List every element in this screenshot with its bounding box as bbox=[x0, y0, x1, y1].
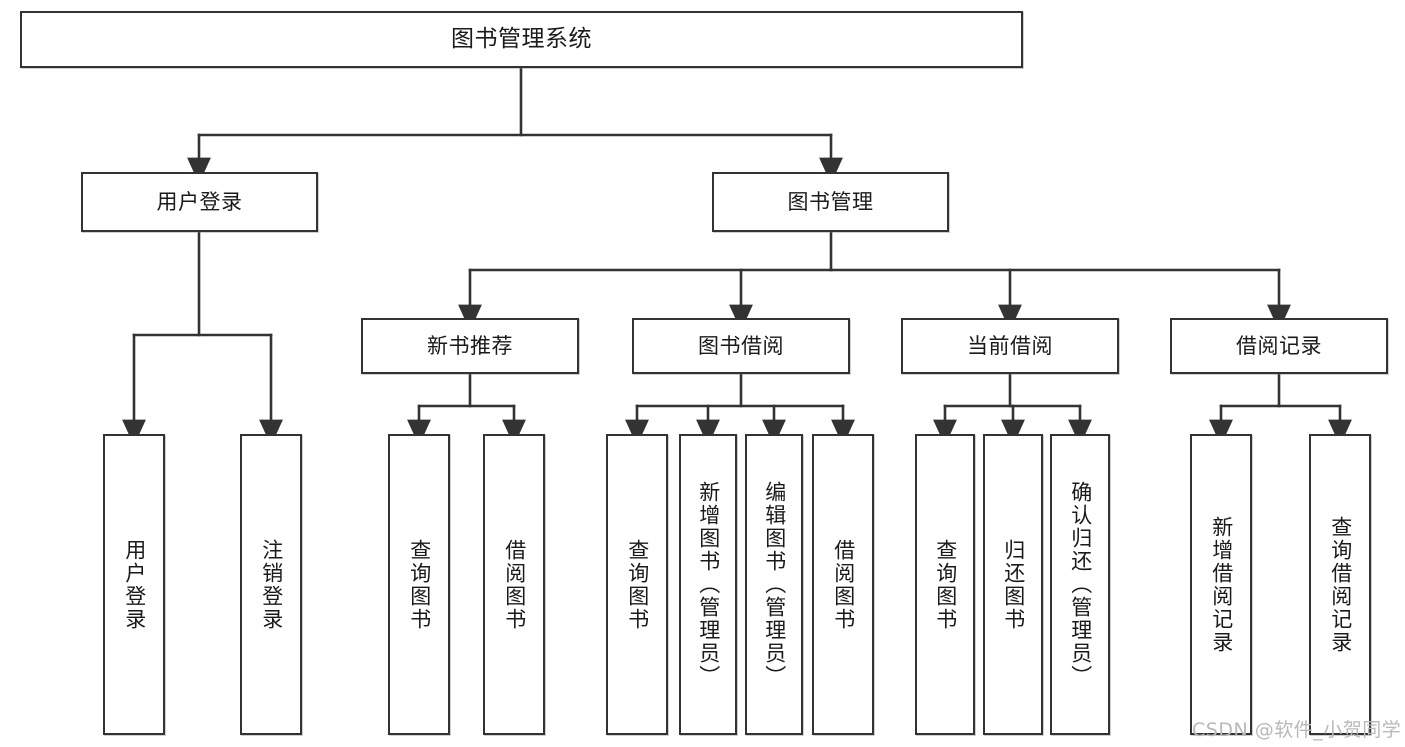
node-leaf-query-book-1[interactable]: 查询图书 bbox=[388, 434, 450, 735]
node-current-borrow-label: 当前借阅 bbox=[967, 333, 1053, 358]
node-leaf-add-record-label: 新增借阅记录 bbox=[1209, 515, 1234, 654]
node-leaf-confirm-return-label: 确认归还（管理员） bbox=[1068, 481, 1093, 688]
node-leaf-query-book-3[interactable]: 查询图书 bbox=[915, 434, 975, 735]
node-leaf-edit-book-label: 编辑图书（管理员） bbox=[762, 481, 787, 688]
node-new-book-recommend-label: 新书推荐 bbox=[427, 333, 513, 358]
node-leaf-query-record[interactable]: 查询借阅记录 bbox=[1309, 434, 1371, 735]
node-leaf-borrow-book-1[interactable]: 借阅图书 bbox=[483, 434, 545, 735]
node-new-book-recommend[interactable]: 新书推荐 bbox=[361, 318, 579, 374]
node-leaf-query-book-2-label: 查询图书 bbox=[625, 538, 650, 631]
node-leaf-borrow-book-1-label: 借阅图书 bbox=[502, 538, 527, 631]
node-leaf-logout-label: 注销登录 bbox=[259, 538, 284, 631]
node-leaf-edit-book[interactable]: 编辑图书（管理员） bbox=[745, 434, 803, 735]
node-leaf-return-book[interactable]: 归还图书 bbox=[983, 434, 1043, 735]
node-user-login[interactable]: 用户登录 bbox=[81, 172, 318, 232]
node-leaf-query-book-1-label: 查询图书 bbox=[407, 538, 432, 631]
node-leaf-user-login-label: 用户登录 bbox=[122, 538, 147, 631]
node-book-borrow-label: 图书借阅 bbox=[698, 333, 784, 358]
node-leaf-borrow-book-2[interactable]: 借阅图书 bbox=[812, 434, 874, 735]
node-borrow-record[interactable]: 借阅记录 bbox=[1170, 318, 1388, 374]
node-leaf-add-book-label: 新增图书（管理员） bbox=[696, 481, 721, 688]
node-borrow-record-label: 借阅记录 bbox=[1236, 333, 1322, 358]
node-current-borrow[interactable]: 当前借阅 bbox=[901, 318, 1119, 374]
node-leaf-return-book-label: 归还图书 bbox=[1001, 538, 1026, 631]
node-book-manage-label: 图书管理 bbox=[787, 189, 874, 214]
node-leaf-add-record[interactable]: 新增借阅记录 bbox=[1190, 434, 1252, 735]
node-book-borrow[interactable]: 图书借阅 bbox=[632, 318, 850, 374]
node-leaf-add-book[interactable]: 新增图书（管理员） bbox=[679, 434, 737, 735]
csdn-watermark: CSDN @软件_小贺同学 bbox=[1192, 719, 1402, 741]
node-leaf-logout[interactable]: 注销登录 bbox=[240, 434, 302, 735]
node-root[interactable]: 图书管理系统 bbox=[20, 11, 1023, 68]
node-leaf-confirm-return[interactable]: 确认归还（管理员） bbox=[1050, 434, 1110, 735]
node-leaf-query-record-label: 查询借阅记录 bbox=[1328, 515, 1353, 654]
node-book-manage[interactable]: 图书管理 bbox=[712, 172, 949, 232]
node-leaf-query-book-3-label: 查询图书 bbox=[933, 538, 958, 631]
node-leaf-user-login[interactable]: 用户登录 bbox=[103, 434, 165, 735]
node-user-login-label: 用户登录 bbox=[156, 189, 243, 214]
node-root-label: 图书管理系统 bbox=[451, 25, 592, 52]
node-leaf-query-book-2[interactable]: 查询图书 bbox=[606, 434, 668, 735]
node-leaf-borrow-book-2-label: 借阅图书 bbox=[831, 538, 856, 631]
